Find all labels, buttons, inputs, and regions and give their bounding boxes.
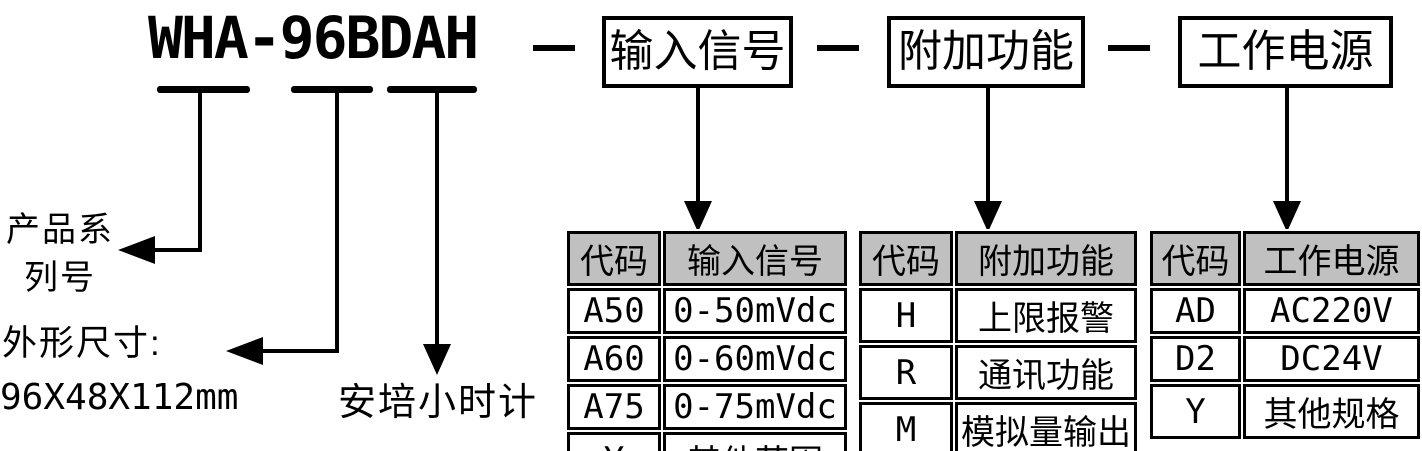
table-header-row: 代码附加功能 — [859, 231, 1137, 286]
table-row: Y其他范围 — [567, 432, 847, 451]
dimension-value: 96X48X112mm — [0, 377, 239, 418]
code-cell: Y — [1150, 384, 1241, 439]
code-cell: A60 — [567, 336, 661, 382]
description-cell: 其他范围 — [663, 432, 847, 451]
underline-series — [157, 86, 250, 93]
arrow-left-series-icon — [118, 236, 155, 264]
power-supply-box: 工作电源 — [1178, 16, 1393, 88]
description-cell: 0-50mVdc — [663, 288, 847, 334]
model-number: WHA-96BDAH — [148, 4, 479, 72]
description-cell: 其他规格 — [1242, 384, 1420, 439]
arrow-left-dimension-icon — [226, 337, 263, 365]
table-header-cell: 输入信号 — [663, 231, 847, 286]
arrow-down-power-supply-icon — [1273, 201, 1301, 232]
code-cell: H — [859, 288, 953, 343]
code-cell: AD — [1150, 288, 1241, 334]
leader-line-series-horizontal — [152, 248, 202, 252]
product-series-label-line2: 列号 — [24, 259, 96, 297]
connector-power-supply — [1285, 88, 1289, 204]
underline-size — [291, 86, 373, 93]
code-cell: M — [859, 402, 953, 451]
dimension-label: 外形尺寸: — [2, 324, 162, 363]
arrow-down-input-signal-icon — [684, 201, 712, 232]
code-cell: R — [859, 345, 953, 400]
leader-line-dimension — [335, 90, 339, 353]
connector-additional-function — [986, 88, 990, 204]
description-cell: AC220V — [1242, 288, 1420, 334]
code-cell: A75 — [567, 384, 661, 430]
arrow-down-meter-icon — [423, 344, 451, 375]
dash-separator-1 — [533, 45, 575, 51]
input-signal-box: 输入信号 — [602, 16, 793, 88]
underline-type — [387, 86, 477, 93]
table-header-cell: 附加功能 — [955, 231, 1137, 286]
description-cell: DC24V — [1242, 336, 1420, 382]
table-header-row: 代码工作电源 — [1150, 231, 1420, 286]
additional-function-box: 附加功能 — [887, 16, 1085, 88]
table-header-cell: 代码 — [859, 231, 953, 286]
description-cell: 通讯功能 — [955, 345, 1137, 400]
product-series-label-line1: 产品系 — [6, 211, 114, 249]
additional-function-table: 代码附加功能H上限报警R通讯功能M模拟量输出无 — [857, 229, 1139, 451]
arrow-down-additional-function-icon — [974, 201, 1002, 232]
table-header-row: 代码输入信号 — [567, 231, 847, 286]
leader-line-dimension-horizontal — [260, 349, 339, 353]
description-cell: 0-75mVdc — [663, 384, 847, 430]
code-cell: Y — [567, 432, 661, 451]
description-cell: 0-60mVdc — [663, 336, 847, 382]
code-cell: D2 — [1150, 336, 1241, 382]
input-signal-table: 代码输入信号A500-50mVdcA600-60mVdcA750-75mVdcY… — [565, 229, 849, 451]
meter-type-label: 安培小时计 — [338, 382, 539, 424]
table-header-cell: 工作电源 — [1242, 231, 1420, 286]
description-cell: 模拟量输出 — [955, 402, 1137, 451]
leader-line-series — [198, 90, 202, 252]
table-header-cell: 代码 — [1150, 231, 1241, 286]
connector-input-signal — [696, 88, 700, 204]
table-header-cell: 代码 — [567, 231, 661, 286]
dash-separator-2 — [817, 45, 859, 51]
code-cell: A50 — [567, 288, 661, 334]
description-cell: 上限报警 — [955, 288, 1137, 343]
dash-separator-3 — [1108, 45, 1150, 51]
leader-line-meter — [435, 90, 439, 348]
